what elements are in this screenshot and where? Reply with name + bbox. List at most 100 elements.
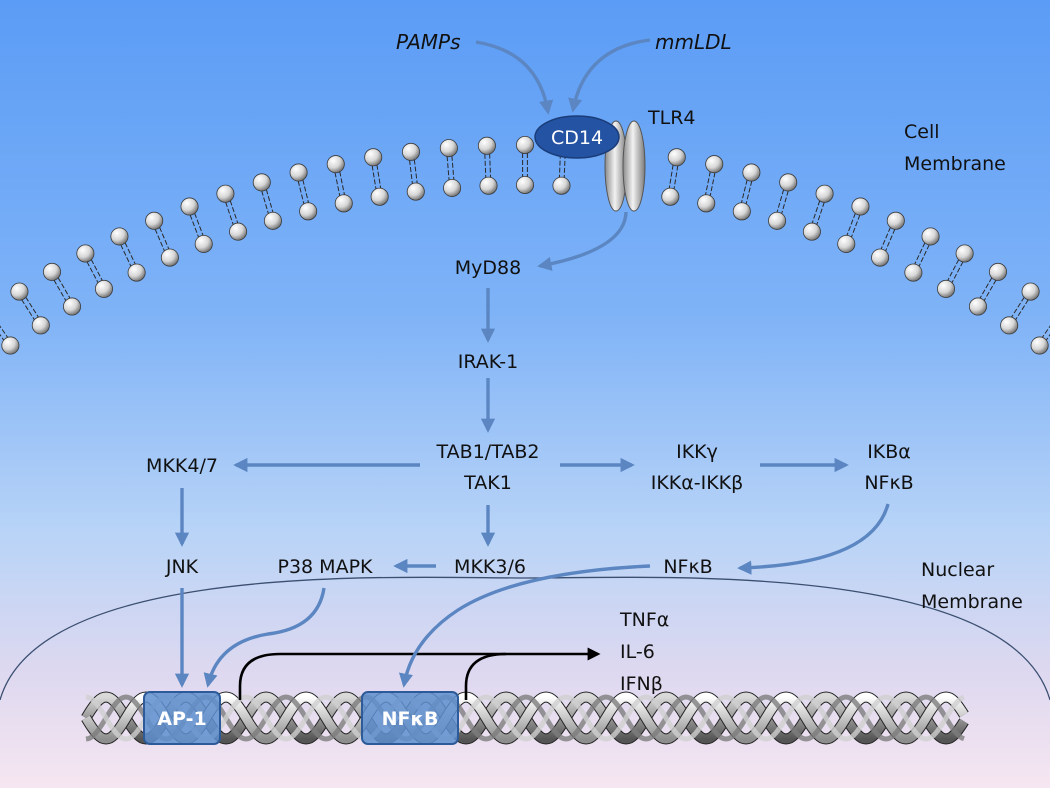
lipid-head [837,234,856,253]
lipid-tail [86,261,99,284]
dna-minor-strand [85,694,965,742]
lipid-head [43,262,62,281]
lipid-head [194,234,213,253]
myd88-label: MyD88 [455,257,521,279]
lipid-head [732,202,751,221]
cd14-label: CD14 [551,127,603,149]
lipid-tail [21,299,35,321]
lipid-head [160,248,179,267]
pamps-label: PAMPs [396,30,460,54]
lipid-tail [673,165,679,190]
arrow-tlr4-myd88 [537,211,628,271]
lipid-head [955,244,974,263]
lipid-tail [484,153,487,178]
lipid-head [921,227,940,246]
lipid-tail [334,172,341,197]
tak1-label: TAK1 [463,472,512,494]
lipid-tail [704,171,711,196]
lipid-tail [811,200,821,224]
lipid-head [370,187,389,206]
lipid-head [1030,336,1049,355]
lipid-head [1,336,20,355]
lipid-tail [124,242,136,265]
ap1-label: AP-1 [157,708,206,730]
lipid-head [968,297,987,316]
lipid-tail [194,212,204,236]
lipid-tail [159,227,170,250]
nfkb-label: NFκB [663,556,712,578]
lipid-head [252,173,271,192]
lipid-head [263,211,282,230]
lipid-head [742,163,761,182]
lipid-head [229,222,248,241]
lipid-tail [371,165,377,190]
lipid-head [667,148,686,167]
lipid-tail [951,261,964,284]
lipid-tail [1041,325,1050,338]
lipid-tail [979,277,993,299]
lipid-tail [1015,299,1029,321]
arrow-pamps-cd14 [475,40,554,115]
lipid-tail [57,277,71,299]
lipid-head [768,211,787,230]
ikb-alpha-label: IKBα [867,441,911,463]
lipid-head [871,248,890,267]
lipid-head [145,211,164,230]
ap1-box: AP-1 [143,691,221,745]
lipid-head [10,282,29,301]
cell-membrane-label-1: Cell [904,121,940,143]
lipid-tail [740,179,748,204]
lipid-head [479,176,498,195]
cd14-receptor: CD14 [534,115,620,159]
lipid-tail [781,190,789,214]
lipid-head [334,194,353,213]
dna-helix [81,691,969,745]
lipid-tail [709,172,716,197]
lipid-head [326,155,345,174]
transcription-arrow-2 [464,652,507,700]
lipid-head [697,194,716,213]
lipid-head [661,187,680,206]
lipid-tail [451,155,455,180]
lipid-tail [983,279,997,302]
lipid-tail [120,244,132,267]
lipid-head [63,297,82,316]
lipid-tail [446,156,450,181]
mkk36-label: MKK3/6 [454,556,526,578]
lipid-head [364,148,383,167]
arrow-ikb-nfkb [737,503,890,575]
lipid-tail [850,214,861,238]
lipid-head [216,184,235,203]
lipid-tail [154,228,165,252]
irak1-label: IRAK-1 [458,351,518,373]
transcription-arrow-1 [238,647,601,700]
arrow-nfkb-dna [398,564,651,688]
output-tnf-alpha: TNFα [619,609,669,631]
lipid-tail [376,164,382,189]
nuclear-membrane-label-2: Membrane [921,591,1023,613]
arrow-mmldl-cd14 [568,38,651,113]
arrow-p38-ap1 [203,587,326,688]
lipid-tail [265,189,274,213]
lipid-head [299,202,318,221]
lipid-head [802,222,821,241]
lipid-tail [489,153,492,178]
ikk-alpha-beta-label: IKKα-IKKβ [651,472,744,494]
nuclear-membrane [0,576,1050,701]
ikk-gamma-label: IKKγ [676,441,718,463]
lipid-head [904,263,923,282]
cell-membrane-label-2: Membrane [904,153,1006,175]
dna-minor-strand [85,694,965,742]
output-ifn-beta: IFNβ [620,673,663,695]
lipid-head [180,197,199,216]
lipid-tail [53,279,67,302]
lipid-tail [816,201,825,226]
tab-label: TAB1/TAB2 [436,441,540,463]
lipid-tail [914,242,926,265]
lipid-head [443,178,462,197]
lipid-head [705,155,724,174]
output-il6: IL-6 [620,641,655,663]
lipid-tail [846,212,856,236]
